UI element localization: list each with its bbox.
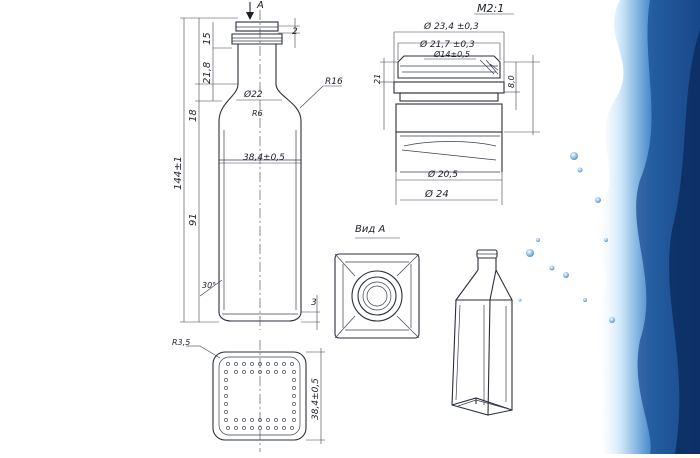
water-splash xyxy=(519,0,700,454)
bottom-stipple-dot xyxy=(274,362,277,365)
thread-height-label: 21,8 xyxy=(202,62,213,84)
bottom-stipple-dot xyxy=(290,362,293,365)
bottom-stipple-dot xyxy=(234,418,237,421)
bottom-stipple-dot xyxy=(250,362,253,365)
base-height-label: 3 xyxy=(311,298,317,308)
bottom-view xyxy=(186,340,325,452)
r35-label: R3,5 xyxy=(172,338,190,347)
total-height-label: 144±1 xyxy=(173,156,184,190)
bottom-stipple-dot xyxy=(250,426,253,429)
bottom-stipple-dot xyxy=(292,410,295,413)
cap-gap-label: 2 xyxy=(292,27,298,37)
diameter-23-4-label: Ø 23,4 ±0,3 xyxy=(423,21,479,32)
bottom-stipple-dot xyxy=(274,370,277,373)
bottle-perspective xyxy=(452,250,512,415)
bottom-stipple-dot xyxy=(226,426,229,429)
bottom-stipple-dot xyxy=(224,410,227,413)
bottom-stipple-dot xyxy=(250,370,253,373)
shoulder-radius-label: R6 xyxy=(252,109,263,118)
bottom-stipple-dot xyxy=(242,418,245,421)
r16-label: R16 xyxy=(325,77,343,87)
bottom-stipple-dot xyxy=(242,426,245,429)
bottom-stipple-dot xyxy=(266,426,269,429)
bottom-width-label: 38,4±0,5 xyxy=(311,378,321,420)
bottom-stipple-dot xyxy=(224,370,227,373)
height-21-label: 21 xyxy=(373,74,382,84)
bottom-stipple-dot xyxy=(292,402,295,405)
bottom-view-labels: R3,5 38,4±0,5 xyxy=(172,338,321,420)
diameter-14-label: Ø14±0,5 xyxy=(433,49,470,59)
bottom-stipple-dot xyxy=(224,378,227,381)
bottom-stipple-dot xyxy=(274,426,277,429)
bottom-stipple-dot xyxy=(234,426,237,429)
bottom-stipple-dot xyxy=(282,418,285,421)
bottom-stipple-dot xyxy=(282,362,285,365)
bottom-stipple-dot xyxy=(226,362,229,365)
body-width-label: 38,4±0,5 xyxy=(243,153,285,163)
arrow-a-label: A xyxy=(256,0,264,11)
bottom-stipple-dot xyxy=(250,418,253,421)
bottom-stipple-dot xyxy=(266,418,269,421)
bottom-stipple-dot xyxy=(224,394,227,397)
bottom-stipple-dot xyxy=(292,418,295,421)
bottom-stipple-dot xyxy=(266,362,269,365)
diameter-24-label: Ø 24 xyxy=(424,188,449,200)
view-a-label: Вид А xyxy=(355,224,385,235)
bottom-stipple-dot xyxy=(292,370,295,373)
bottom-stipple-dot xyxy=(242,362,245,365)
diameter-20-5-label: Ø 20,5 xyxy=(427,169,458,180)
bottom-stipple-dot xyxy=(224,402,227,405)
bottom-stipple-dot xyxy=(234,370,237,373)
angle-label: 30° xyxy=(202,281,216,290)
bottle-elevation-labels: A 15 21,8 18 91 144±1 2 Ø22 R6 R16 38,4±… xyxy=(173,0,343,308)
height-8-label: 8,0 xyxy=(507,75,516,88)
bottom-stipple-dot xyxy=(234,362,237,365)
shoulder-height-label: 18 xyxy=(188,109,199,122)
shoulder-diameter-label: Ø22 xyxy=(243,89,263,100)
diameter-21-7-label: Ø 21,7 ±0,3 xyxy=(419,39,475,50)
body-height-label: 91 xyxy=(188,213,199,226)
bottom-stipple-dot xyxy=(224,418,227,421)
scale-label: M2:1 xyxy=(477,2,504,15)
bottom-stipple-dot xyxy=(242,370,245,373)
bottom-stipple-dot xyxy=(266,370,269,373)
bottom-stipple-dot xyxy=(282,370,285,373)
bottom-stipple-dot xyxy=(292,386,295,389)
bottom-stipple-dot xyxy=(292,378,295,381)
bottom-stipple-dot xyxy=(290,426,293,429)
bottom-stipple-dot xyxy=(224,386,227,389)
bottom-stipple-dot xyxy=(292,394,295,397)
bottom-stipple-dot xyxy=(274,418,277,421)
neck-height-label: 15 xyxy=(202,32,213,45)
view-a xyxy=(335,238,419,338)
bottom-stipple-dot xyxy=(282,426,285,429)
